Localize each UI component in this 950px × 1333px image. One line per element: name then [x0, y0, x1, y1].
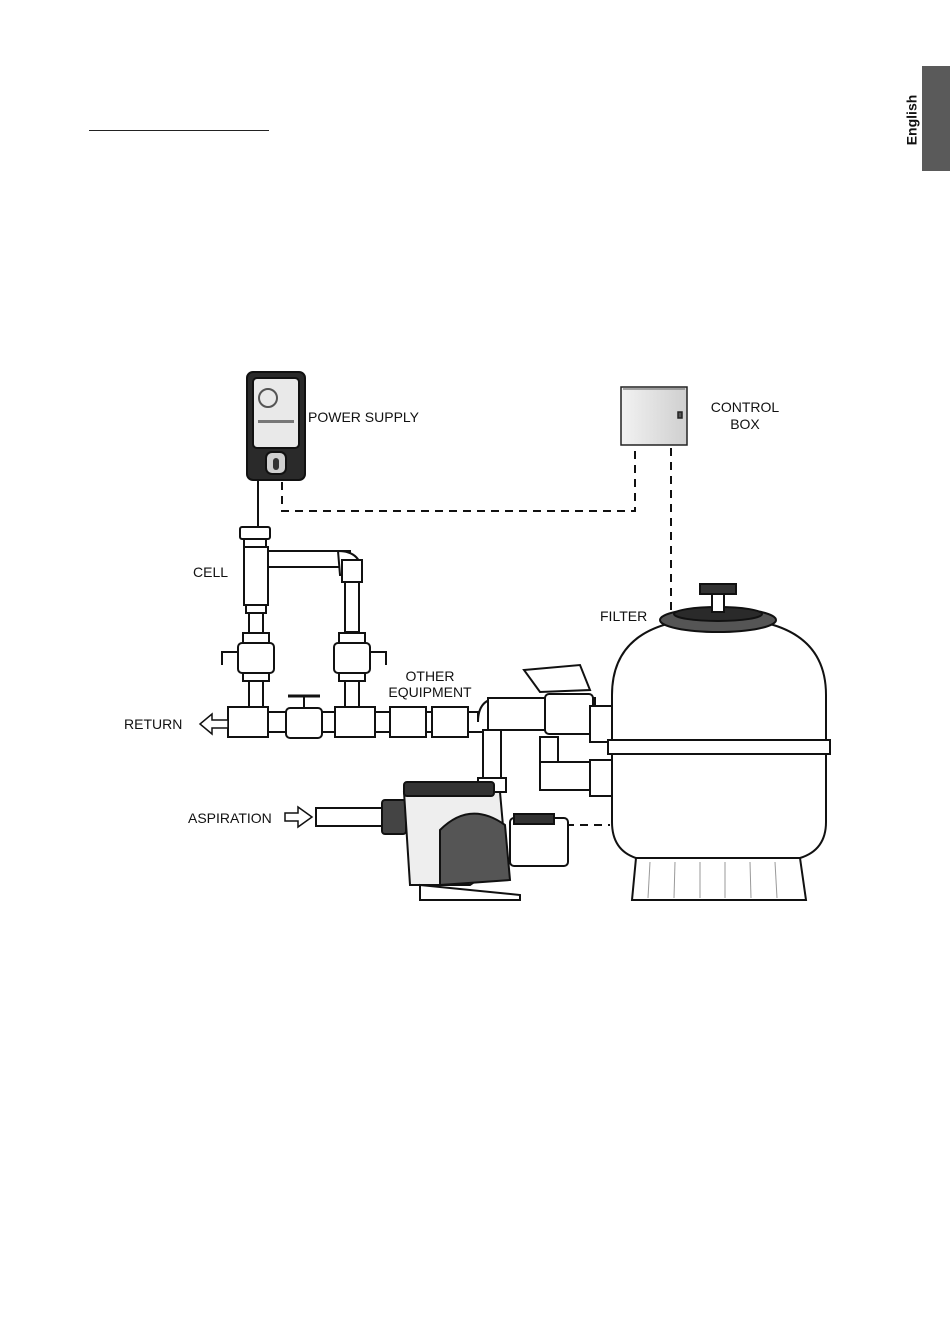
- sand-filter: [608, 584, 830, 900]
- circulation-pump: [316, 782, 568, 900]
- filter-top-port: [590, 706, 614, 742]
- return-label: RETURN: [124, 716, 182, 732]
- control-box-label-line1: CONTROL: [711, 399, 780, 415]
- right-tee: [335, 707, 375, 737]
- aspiration-arrow-icon: [285, 807, 312, 827]
- control-box-label-line2: BOX: [730, 416, 760, 432]
- pump-discharge-pipe: [483, 730, 501, 780]
- power-supply-unit: [247, 372, 305, 480]
- aspiration-label: ASPIRATION: [188, 810, 272, 826]
- electrolysis-cell: [240, 527, 270, 613]
- equipment-tee-2: [432, 707, 468, 737]
- filter-lower-elbow: [540, 762, 592, 790]
- equipment-tee-1: [390, 707, 426, 737]
- left-tee: [228, 707, 268, 737]
- right-riser-pipe: [345, 582, 359, 632]
- control-box: [621, 387, 687, 445]
- cell-label: CELL: [193, 564, 228, 580]
- elbow-joint: [342, 560, 362, 582]
- left-riser-pipe: [249, 613, 263, 633]
- multiport-handle: [524, 665, 590, 692]
- other-equipment-label-line1: OTHER: [406, 668, 455, 684]
- left-valve: [222, 633, 274, 681]
- other-equipment-label-line2: EQUIPMENT: [388, 684, 472, 700]
- filter-bottom-port: [590, 760, 614, 796]
- multiport-valve: [545, 694, 593, 734]
- filter-return-pipe: [488, 698, 548, 730]
- power-supply-label: POWER SUPPLY: [308, 409, 420, 425]
- aspiration-pipe: [316, 808, 386, 826]
- bypass-valve: [286, 696, 322, 738]
- filter-label: FILTER: [600, 608, 647, 624]
- return-arrow-icon: [200, 714, 228, 734]
- right-valve: [334, 633, 386, 681]
- power-to-control-wire: [282, 448, 635, 511]
